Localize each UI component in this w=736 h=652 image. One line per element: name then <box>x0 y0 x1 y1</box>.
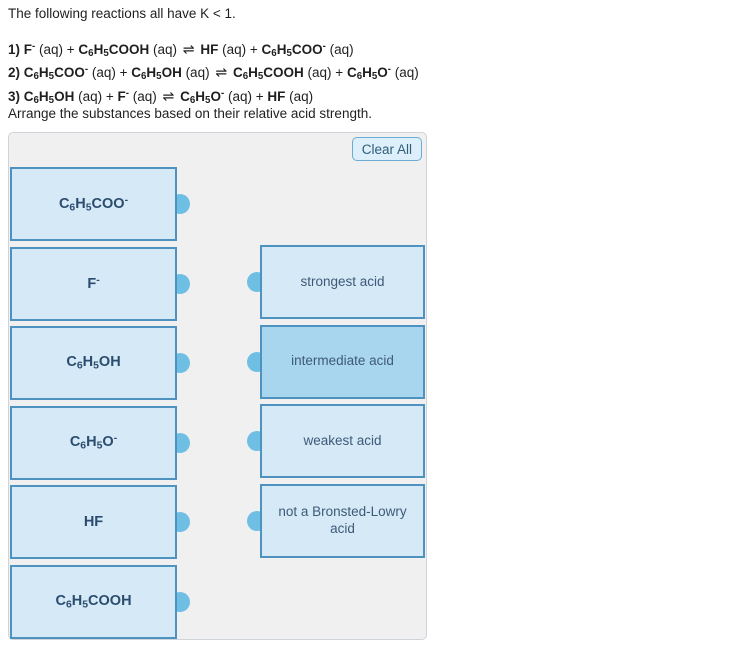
reaction-line-3: 3) C6H5OH (aq) + F- (aq) ⇌ C6H5O- (aq) +… <box>8 87 314 106</box>
draggable-substance-hf[interactable]: HF <box>10 485 190 559</box>
intro-text: The following reactions all have K < 1. <box>8 6 236 21</box>
target-slot-weakest-acid[interactable]: weakest acid <box>247 404 425 478</box>
target-label: not a Bronsted-Lowry acid <box>278 503 407 536</box>
draggable-substance-c6h5oh[interactable]: C6H5OH <box>10 326 190 400</box>
reaction-line-1: 1) F- (aq) + C6H5COOH (aq) ⇌ HF (aq) + C… <box>8 41 354 59</box>
drag-label: C6H5O- <box>69 433 118 452</box>
drag-label: C6H5COOH <box>55 592 132 611</box>
clear-all-button[interactable]: Clear All <box>351 137 422 161</box>
target-slot-strongest-acid[interactable]: strongest acid <box>247 245 425 319</box>
instruction-text: Arrange the substances based on their re… <box>8 106 372 121</box>
target-label: strongest acid <box>300 273 385 289</box>
matching-panel: Clear All C6H5COO- F- C6H5OH C6H5O- <box>8 132 427 640</box>
target-slot-intermediate-acid[interactable]: intermediate acid <box>247 324 425 399</box>
reaction-line-2: 2) C6H5COO- (aq) + C6H5OH (aq) ⇌ C6H5COO… <box>8 64 419 83</box>
drag-label: C6H5OH <box>66 354 121 372</box>
draggable-substance-c6h5coo-minus[interactable]: C6H5COO- <box>10 167 190 241</box>
draggable-substance-c6h5cooh[interactable]: C6H5COOH <box>10 564 190 639</box>
reactions-list: 1) F- (aq) + C6H5COOH (aq) ⇌ HF (aq) + C… <box>8 39 419 109</box>
drag-label: F- <box>87 274 100 293</box>
target-slot-not-bronsted-lowry-acid[interactable]: not a Bronsted-Lowry acid <box>247 483 425 558</box>
draggable-substance-f-minus[interactable]: F- <box>10 246 190 321</box>
drag-label: C6H5COO- <box>58 194 129 214</box>
draggable-substance-c6h5o-minus[interactable]: C6H5O- <box>10 405 190 480</box>
target-label: intermediate acid <box>291 353 394 369</box>
target-label: weakest acid <box>303 432 382 448</box>
drag-label: HF <box>83 514 104 530</box>
